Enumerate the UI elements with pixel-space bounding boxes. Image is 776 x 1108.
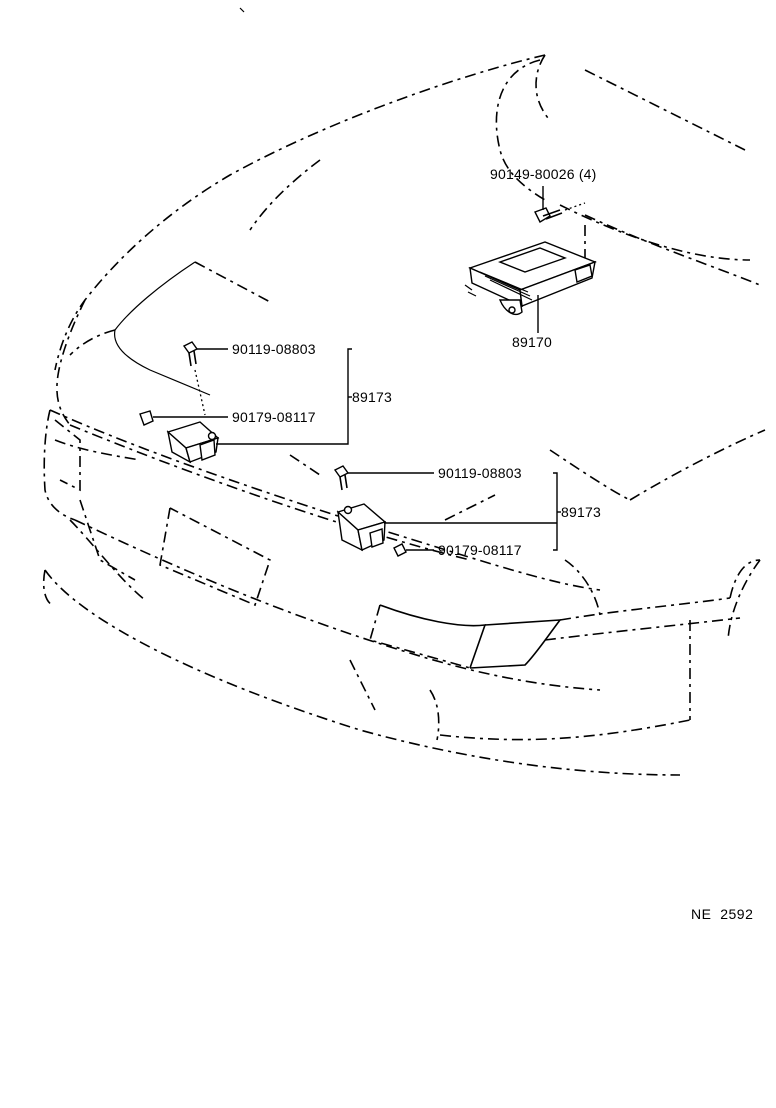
right-sensor-bracket <box>553 472 558 551</box>
control-unit-icon <box>464 241 597 316</box>
control-unit-part-number: 89170 <box>512 334 552 350</box>
left-nut-part-number: 90179-08117 <box>232 409 316 425</box>
diagram-reference-code: NE 2592 <box>691 906 753 922</box>
left-sensor-part-number: 89173 <box>352 389 392 405</box>
left-sensor-bracket <box>216 348 352 445</box>
right-impact-sensor-icon <box>336 503 387 552</box>
right-sensor-part-number: 89173 <box>561 504 601 520</box>
left-impact-sensor-icon <box>166 421 220 464</box>
upper-bolt-icon <box>534 202 586 223</box>
left-bolt-part-number: 90119-08803 <box>232 341 316 357</box>
right-nut-part-number: 90179-08117 <box>438 542 522 558</box>
left-nut-icon <box>139 410 154 426</box>
left-bolt-icon <box>182 341 199 367</box>
right-bolt-part-number: 90119-08803 <box>438 465 522 481</box>
scan-mark <box>239 7 245 13</box>
upper-bolt-part-number: 90149-80026 (4) <box>490 166 597 182</box>
right-nut-icon <box>393 543 407 557</box>
right-bolt-icon <box>333 465 350 491</box>
